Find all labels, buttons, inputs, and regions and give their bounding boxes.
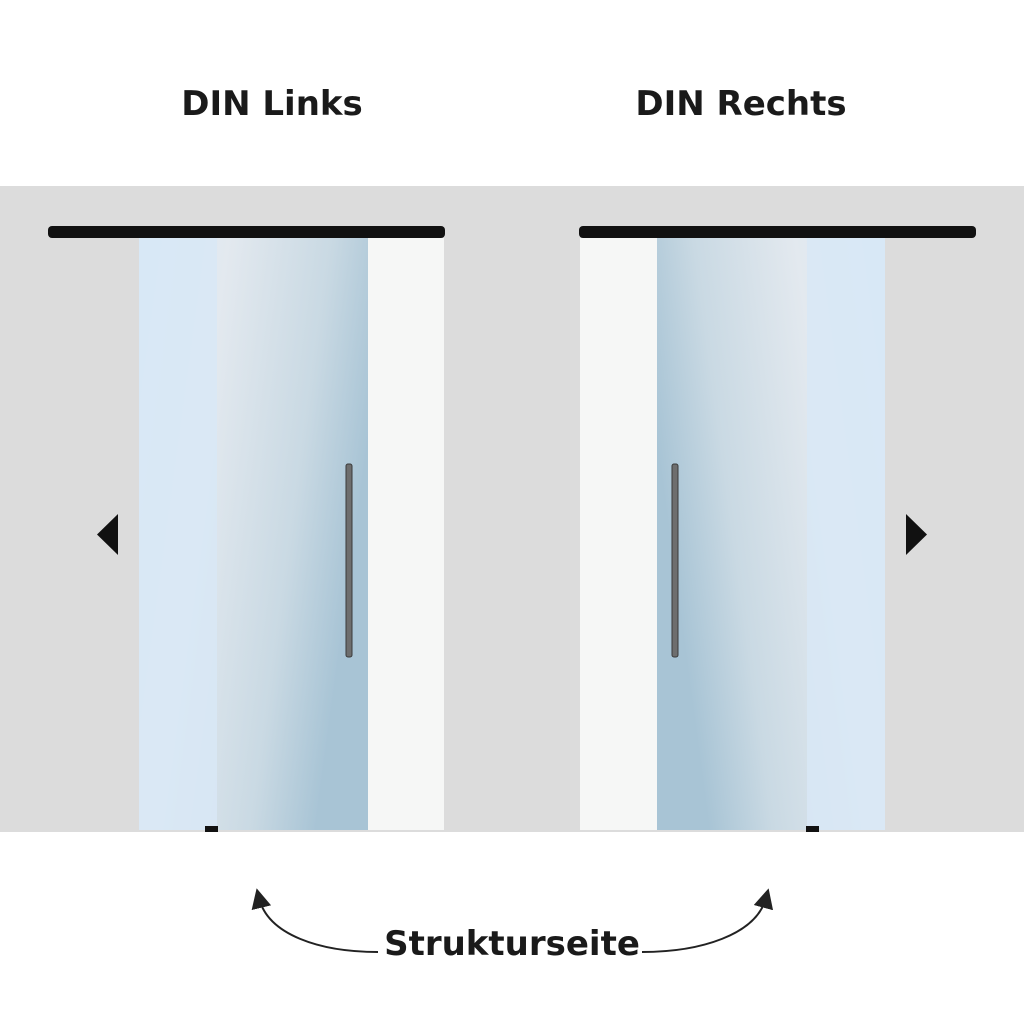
glass-edge-strip-right [807,238,885,830]
din-rechts-door [579,226,976,832]
opening-right [580,238,657,830]
curved-arrow-left-icon [251,888,379,953]
curved-arrow-right-icon [641,888,774,953]
floor-guide-right [806,826,819,832]
rail-right [579,226,976,238]
title-din-rechts: DIN Rechts [635,84,847,124]
caption-strukturseite: Strukturseite [384,924,640,964]
title-din-links: DIN Links [181,84,363,124]
rail-left [48,226,445,238]
arrow-right-icon [906,514,927,555]
din-links-door [48,226,445,832]
arrow-left-icon [97,514,118,555]
floor-guide-left [205,826,218,832]
glass-edge-strip-left [139,238,217,830]
handle-right [671,463,679,658]
opening-left [368,238,444,830]
handle-left [345,463,353,658]
